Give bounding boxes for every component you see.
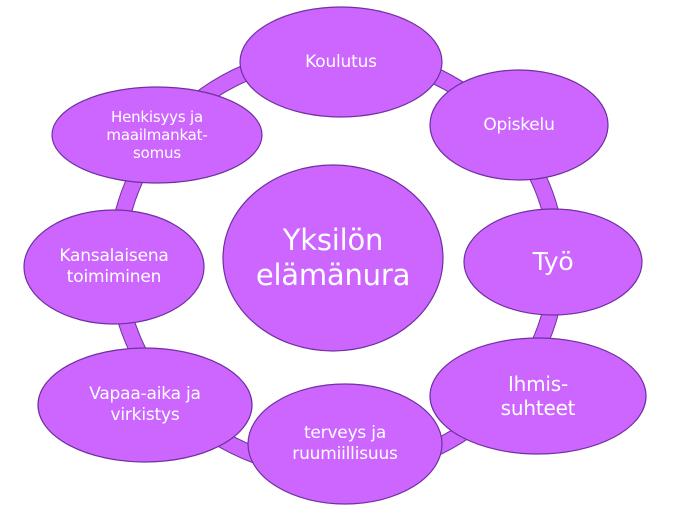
node-terveys-ellipse — [247, 383, 443, 505]
node-ihmissuhteet-label: Ihmis- suhteet — [500, 371, 576, 420]
node-henkisyys-label: Henkisyys ja maailmankat- somus — [106, 107, 208, 163]
center-node-ellipse — [222, 164, 444, 352]
node-opiskelu-ellipse — [429, 69, 609, 181]
node-koulutus-label: Koulutus — [305, 51, 377, 72]
node-opiskelu-label: Opiskelu — [483, 114, 555, 135]
node-henkisyys-ellipse — [51, 86, 263, 184]
node-shapes — [23, 6, 647, 505]
node-koulutus-ellipse — [239, 6, 443, 118]
node-kansalaisena-ellipse — [23, 209, 205, 325]
node-kansalaisena-label: Kansalaisena toimiminen — [59, 246, 169, 287]
node-tyo-label: Työ — [532, 246, 574, 276]
center-node-label: Yksilön elämänura — [255, 222, 411, 292]
node-tyo-ellipse — [463, 208, 643, 316]
node-vapaa-aika-ellipse — [37, 347, 253, 463]
node-ihmissuhteet-ellipse — [429, 337, 647, 455]
node-terveys-label: terveys ja ruumiillisuus — [292, 423, 398, 464]
node-vapaa-aika-label: Vapaa-aika ja virkistys — [89, 384, 201, 425]
